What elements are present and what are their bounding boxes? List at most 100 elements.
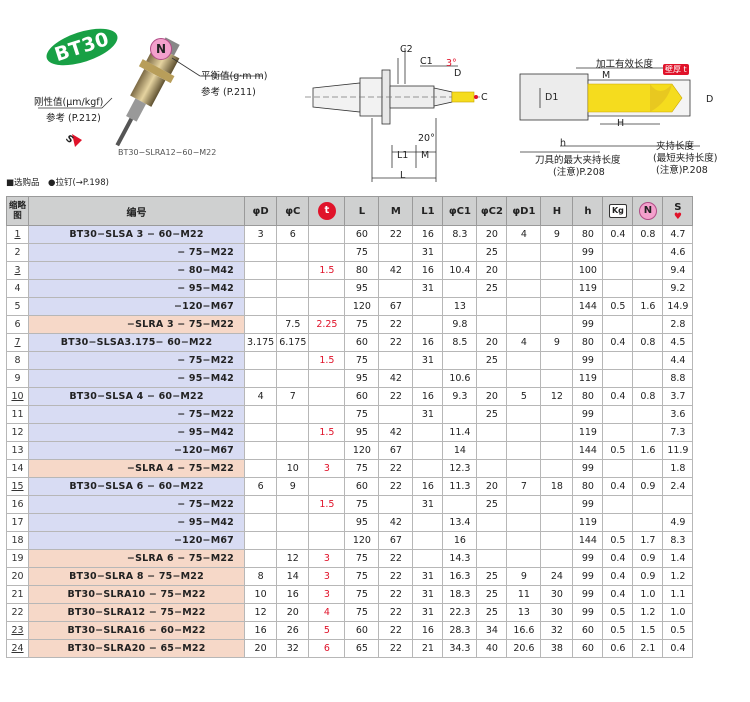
cell-h: 80 <box>572 225 604 244</box>
cell-m: 22 <box>378 333 414 352</box>
cell-h: 99 <box>572 405 604 424</box>
cell-l1 <box>412 315 444 334</box>
row-number: 22 <box>6 603 29 622</box>
cell-d1 <box>506 513 542 532</box>
cell-l: 75 <box>344 567 380 586</box>
cell-n: 1.5 <box>632 621 664 640</box>
cell-d1: 11 <box>506 585 542 604</box>
cell-d1: 13 <box>506 603 542 622</box>
row-number: 9 <box>6 369 29 388</box>
cell-l: 75 <box>344 495 380 514</box>
cell-kg: 0.5 <box>602 603 634 622</box>
row-number: 21 <box>6 585 29 604</box>
cell-l: 60 <box>344 225 380 244</box>
cell-s: 4.7 <box>662 225 694 244</box>
cell-s: 8.3 <box>662 531 694 550</box>
t-icon: t <box>317 202 336 220</box>
cell-kg <box>602 243 634 262</box>
cell-d1 <box>506 279 542 298</box>
cell-m: 67 <box>378 297 414 316</box>
col-thumb: 缩略图 <box>6 196 29 226</box>
product-code: BT30−SLRA16 − 60−M22 <box>28 621 245 640</box>
cell-c: 14 <box>276 567 310 586</box>
product-code: −120−M67 <box>28 531 245 550</box>
rigidity-ref: 参考 (P.212) <box>46 113 101 124</box>
row-number[interactable]: 1 <box>6 225 29 244</box>
cell-c2 <box>476 549 508 568</box>
cell-c <box>276 405 310 424</box>
n-marker: N <box>150 38 172 60</box>
cell-n <box>632 459 664 478</box>
row-number[interactable]: 10 <box>6 387 29 406</box>
cell-h: 99 <box>572 567 604 586</box>
cell-kg <box>602 261 634 280</box>
cell-s: 9.2 <box>662 279 694 298</box>
cell-c1: 12.3 <box>442 459 478 478</box>
col-phiC1: φC1 <box>442 196 478 226</box>
cell-s: 1.2 <box>662 567 694 586</box>
col-S: S♥ <box>662 196 694 226</box>
cell-c <box>276 531 310 550</box>
cell-t: 6 <box>308 639 346 658</box>
cell-kg: 0.4 <box>602 387 634 406</box>
col-t: t <box>308 196 346 226</box>
product-code: −120−M67 <box>28 297 245 316</box>
cell-t <box>308 531 346 550</box>
row-number[interactable]: 23 <box>6 621 29 640</box>
cell-c2: 34 <box>476 621 508 640</box>
cell-h <box>540 459 574 478</box>
cell-c2: 20 <box>476 261 508 280</box>
cell-c1 <box>442 243 478 262</box>
cell-d <box>243 423 278 442</box>
row-number[interactable]: 3 <box>6 261 29 280</box>
cell-d1 <box>506 459 542 478</box>
spec-table: 缩略图 编号 φD φC t L M L1 φC1 φC2 φD1 H h Kg… <box>6 196 694 658</box>
cell-l1: 31 <box>412 279 444 298</box>
cell-c2 <box>476 531 508 550</box>
cell-d: 12 <box>243 603 278 622</box>
cell-l1 <box>412 549 444 568</box>
row-number: 13 <box>6 441 29 460</box>
cell-h: 60 <box>572 639 604 658</box>
cell-t <box>308 243 346 262</box>
row-number[interactable]: 15 <box>6 477 29 496</box>
legend: ■选购品 ●拉钉(→P.198) <box>6 178 109 188</box>
cell-h: 30 <box>540 585 574 604</box>
product-code: BT30−SLSA 6 − 60−M22 <box>28 477 245 496</box>
cell-l: 80 <box>344 261 380 280</box>
cell-l1: 16 <box>412 477 444 496</box>
product-code: BT30−SLSA 3 − 60−M22 <box>28 225 245 244</box>
cell-c1 <box>442 351 478 370</box>
cell-c2: 25 <box>476 495 508 514</box>
cell-n: 0.8 <box>632 333 664 352</box>
cell-l1: 31 <box>412 243 444 262</box>
cell-s: 8.8 <box>662 369 694 388</box>
cell-l1: 16 <box>412 387 444 406</box>
h-label: H <box>617 118 625 129</box>
cell-h <box>540 261 574 280</box>
cell-n <box>632 495 664 514</box>
cell-m: 22 <box>378 621 414 640</box>
cell-s: 2.8 <box>662 315 694 334</box>
cell-kg: 0.4 <box>602 549 634 568</box>
cell-m: 67 <box>378 531 414 550</box>
cell-d: 6 <box>243 477 278 496</box>
product-code: −120−M67 <box>28 441 245 460</box>
cell-l: 75 <box>344 243 380 262</box>
row-number[interactable]: 7 <box>6 333 29 352</box>
cell-n: 2.1 <box>632 639 664 658</box>
cell-h: 100 <box>572 261 604 280</box>
cell-c1: 11.4 <box>442 423 478 442</box>
cell-c1: 8.5 <box>442 333 478 352</box>
cell-t: 1.5 <box>308 495 346 514</box>
cell-t <box>308 369 346 388</box>
cell-s <box>662 495 694 514</box>
cell-h: 9 <box>540 333 574 352</box>
row-number[interactable]: 24 <box>6 639 29 658</box>
row-number: 20 <box>6 567 29 586</box>
cell-t <box>308 477 346 496</box>
